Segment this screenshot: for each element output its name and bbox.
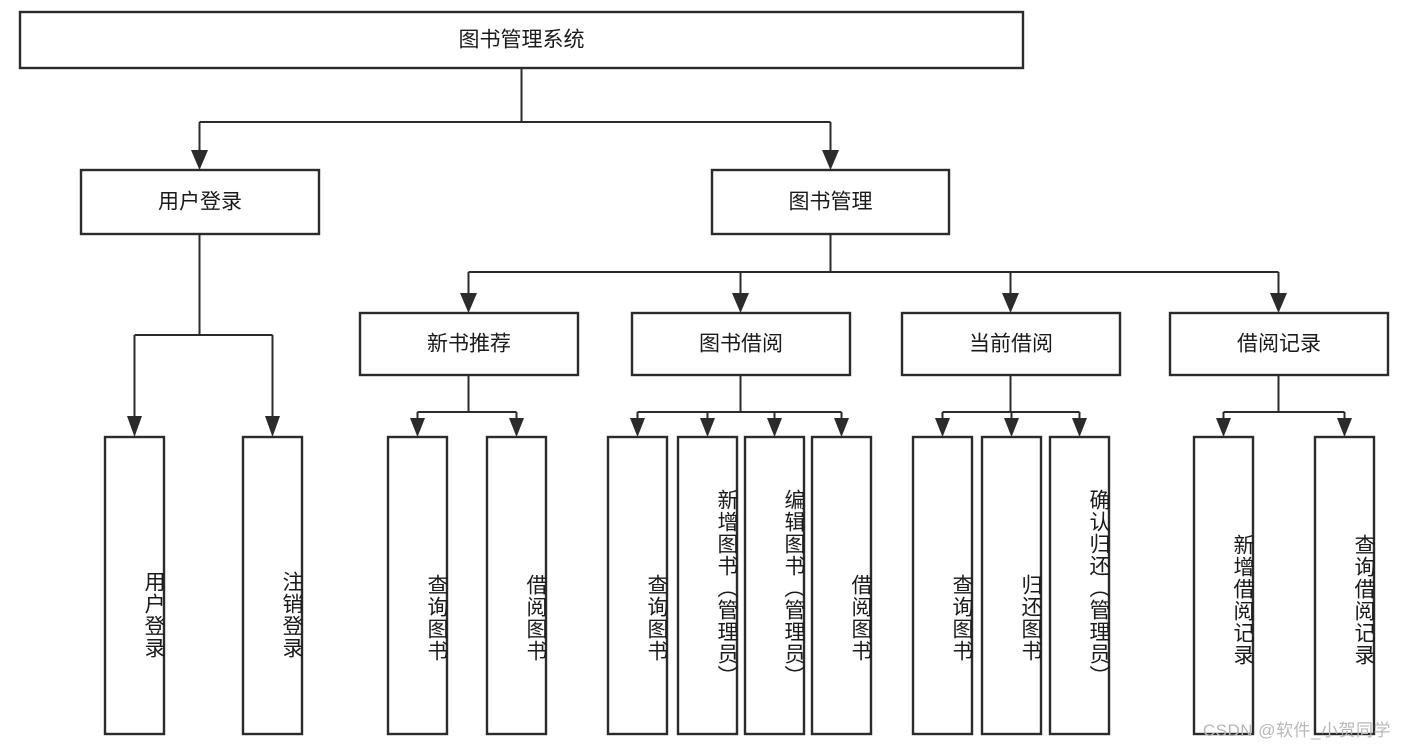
node-book-borrow[interactable]: 图书借阅 <box>630 311 852 377</box>
arrowhead-borrow-leaf1 <box>630 418 645 437</box>
csdn-watermark: CSDN @软件_小贺同学 <box>1202 721 1391 740</box>
leaf-box-query-book-borrow[interactable] <box>606 435 669 736</box>
node-new-book-recommend-label: 新书推荐 <box>427 333 511 356</box>
leaf-box-return-book[interactable] <box>980 435 1043 736</box>
node-user-login[interactable]: 用户登录 <box>79 168 321 236</box>
leaf-box-query-book-current[interactable] <box>911 435 974 736</box>
leaf-layer <box>103 435 1376 736</box>
leaf-box-user-login[interactable] <box>103 435 166 736</box>
arrowhead-record <box>1270 293 1287 313</box>
leaf-box-add-borrow-record[interactable] <box>1192 435 1255 736</box>
leaf-box-add-book-admin[interactable] <box>676 435 739 736</box>
leaf-box-logout[interactable] <box>241 435 304 736</box>
node-new-book-recommend[interactable]: 新书推荐 <box>358 311 580 377</box>
arrowhead-current <box>1002 293 1019 313</box>
arrowhead-newbook-leaf1 <box>410 418 425 437</box>
node-current-borrow[interactable]: 当前借阅 <box>900 311 1122 377</box>
leaf-box-borrow-book-newbook[interactable] <box>485 435 548 736</box>
arrowhead-record-leaf2 <box>1337 418 1352 437</box>
node-borrow-record-label: 借阅记录 <box>1237 333 1321 356</box>
arrowhead-newbook <box>460 293 477 313</box>
arrowhead-user-login <box>191 150 208 170</box>
arrowhead-borrow-leaf4 <box>834 418 849 437</box>
node-user-login-label: 用户登录 <box>158 191 242 214</box>
node-book-management-box[interactable] <box>710 168 951 236</box>
arrowhead-borrow-leaf2 <box>700 418 715 437</box>
arrowhead-current-leaf1 <box>935 418 950 437</box>
leaf-box-confirm-return-admin[interactable] <box>1048 435 1111 736</box>
node-book-borrow-box[interactable] <box>630 311 852 377</box>
arrowhead-borrow <box>732 293 749 313</box>
node-book-management-label: 图书管理 <box>789 191 873 214</box>
arrowhead-leaf-user-login <box>127 416 142 437</box>
node-borrow-record-box[interactable] <box>1168 311 1390 377</box>
node-book-borrow-label: 图书借阅 <box>699 333 783 356</box>
node-root-box[interactable] <box>18 10 1025 70</box>
arrowhead-borrow-leaf3 <box>767 418 782 437</box>
arrowhead-newbook-leaf2 <box>509 418 524 437</box>
leaf-box-query-book-newbook[interactable] <box>386 435 449 736</box>
node-root-label: 图书管理系统 <box>459 29 585 52</box>
arrowhead-current-leaf2 <box>1004 418 1019 437</box>
node-borrow-record[interactable]: 借阅记录 <box>1168 311 1390 377</box>
node-user-login-box[interactable] <box>79 168 321 236</box>
leaf-box-query-borrow-record[interactable] <box>1313 435 1376 736</box>
connector-layer <box>127 68 1352 437</box>
node-new-book-recommend-box[interactable] <box>358 311 580 377</box>
arrowhead-record-leaf1 <box>1216 418 1231 437</box>
arrowhead-current-leaf3 <box>1072 418 1087 437</box>
node-root[interactable]: 图书管理系统 <box>18 10 1025 70</box>
arrowhead-book-mgmt <box>822 150 839 170</box>
node-current-borrow-label: 当前借阅 <box>969 333 1053 356</box>
arrowhead-leaf-logout <box>265 416 280 437</box>
leaf-box-edit-book-admin[interactable] <box>743 435 806 736</box>
node-book-management[interactable]: 图书管理 <box>710 168 951 236</box>
leaf-box-borrow-book[interactable] <box>810 435 873 736</box>
node-current-borrow-box[interactable] <box>900 311 1122 377</box>
